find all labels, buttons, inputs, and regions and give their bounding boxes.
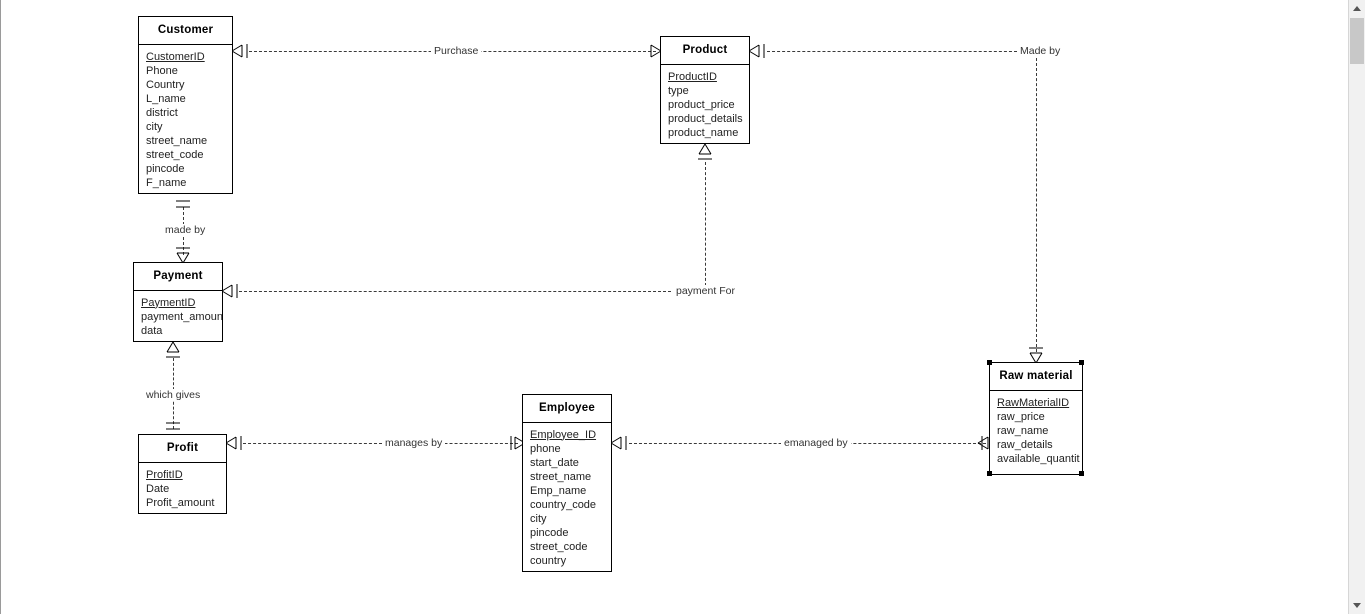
entity-attributes-customer: CustomerID Phone Country L_name district… (139, 45, 232, 194)
entity-title-product: Product (661, 37, 749, 65)
attribute-row[interactable]: ProfitID (146, 468, 183, 481)
attribute-row[interactable]: country (530, 554, 567, 567)
scrollbar-down-button[interactable] (1349, 597, 1365, 614)
attribute-row[interactable]: product_price (668, 98, 735, 111)
relationship-label-which-gives[interactable]: which gives (143, 389, 204, 401)
connector-made-by-vertical[interactable] (1036, 58, 1037, 352)
entity-product[interactable]: Product ProductID type product_price pro… (660, 36, 750, 144)
vertical-scrollbar[interactable] (1348, 0, 1365, 614)
connector-made-by-top[interactable] (767, 51, 1017, 52)
attribute-row[interactable]: raw_details (997, 438, 1053, 451)
relationship-label-made-by-right[interactable]: Made by (1017, 45, 1064, 57)
attribute-row[interactable]: Phone (146, 64, 178, 77)
entity-title-payment: Payment (134, 263, 222, 291)
attribute-row[interactable]: district (146, 106, 178, 119)
attribute-row[interactable]: city (146, 120, 163, 133)
attribute-row[interactable]: start_date (530, 456, 579, 469)
attribute-row[interactable]: city (530, 512, 547, 525)
attribute-row[interactable]: street_code (530, 540, 588, 553)
attribute-row[interactable]: L_name (146, 92, 186, 105)
attribute-row[interactable]: raw_name (997, 424, 1049, 437)
attribute-row[interactable]: F_name (146, 176, 187, 189)
attribute-row[interactable]: Emp_name (530, 484, 587, 497)
attribute-row[interactable]: country_code (530, 498, 597, 511)
relationship-label-purchase[interactable]: Purchase (431, 45, 482, 57)
selection-handle-top-left[interactable] (987, 360, 992, 365)
entity-title-rawmaterial: Raw material (990, 363, 1082, 391)
attribute-row[interactable]: raw_price (997, 410, 1045, 423)
relationship-label-emanaged-by[interactable]: emanaged by (781, 437, 851, 449)
entity-customer[interactable]: Customer CustomerID Phone Country L_name… (138, 16, 233, 194)
selection-handle-bottom-right[interactable] (1079, 471, 1084, 476)
attribute-row[interactable]: PaymentID (141, 296, 196, 309)
connector-payment-for-vertical[interactable] (705, 162, 706, 291)
entity-title-employee: Employee (523, 395, 611, 423)
attribute-row[interactable]: CustomerID (146, 50, 205, 63)
entity-attributes-product: ProductID type product_price product_det… (661, 65, 749, 144)
relationship-label-payment-for[interactable]: payment For (673, 285, 738, 297)
entity-profit[interactable]: Profit ProfitID Date Profit_amount (138, 434, 227, 514)
attribute-row[interactable]: payment_amoun (141, 310, 223, 323)
scrollbar-thumb[interactable] (1350, 18, 1364, 64)
chevron-down-icon (1353, 603, 1361, 608)
connector-manages-by[interactable] (243, 443, 518, 444)
relationship-label-manages-by[interactable]: manages by (382, 437, 446, 449)
chevron-up-icon (1353, 6, 1361, 11)
entity-title-profit: Profit (139, 435, 226, 463)
entity-attributes-payment: PaymentID payment_amoun data (134, 291, 222, 342)
entity-employee[interactable]: Employee Employee_ID phone start_date st… (522, 394, 612, 572)
connector-payment-for[interactable] (239, 291, 671, 292)
relationship-label-made-by-left[interactable]: made by (162, 224, 209, 236)
attribute-row[interactable]: pincode (146, 162, 185, 175)
attribute-row[interactable]: street_name (530, 470, 592, 483)
selection-handle-bottom-left[interactable] (987, 471, 992, 476)
attribute-row[interactable]: product_details (668, 112, 743, 125)
scrollbar-up-button[interactable] (1349, 0, 1365, 17)
entity-rawmaterial[interactable]: Raw material RawMaterialID raw_price raw… (989, 362, 1083, 475)
attribute-row[interactable]: street_name (146, 134, 208, 147)
attribute-row[interactable]: available_quantit (997, 452, 1080, 465)
attribute-row[interactable]: Country (146, 78, 185, 91)
attribute-row[interactable]: phone (530, 442, 561, 455)
entity-attributes-employee: Employee_ID phone start_date street_name… (523, 423, 611, 572)
entity-attributes-rawmaterial: RawMaterialID raw_price raw_name raw_det… (990, 391, 1082, 470)
attribute-row[interactable]: data (141, 324, 163, 337)
attribute-row[interactable]: RawMaterialID (997, 396, 1070, 409)
attribute-row[interactable]: product_name (668, 126, 739, 139)
attribute-row[interactable]: street_code (146, 148, 204, 161)
entity-attributes-profit: ProfitID Date Profit_amount (139, 463, 226, 514)
attribute-row[interactable]: type (668, 84, 689, 97)
attribute-row[interactable]: Profit_amount (146, 496, 215, 509)
attribute-row[interactable]: pincode (530, 526, 569, 539)
selection-handle-top-right[interactable] (1079, 360, 1084, 365)
entity-payment[interactable]: Payment PaymentID payment_amoun data (133, 262, 223, 342)
attribute-row[interactable]: Employee_ID (530, 428, 597, 441)
attribute-row[interactable]: Date (146, 482, 170, 495)
entity-title-customer: Customer (139, 17, 232, 45)
attribute-row[interactable]: ProductID (668, 70, 717, 83)
